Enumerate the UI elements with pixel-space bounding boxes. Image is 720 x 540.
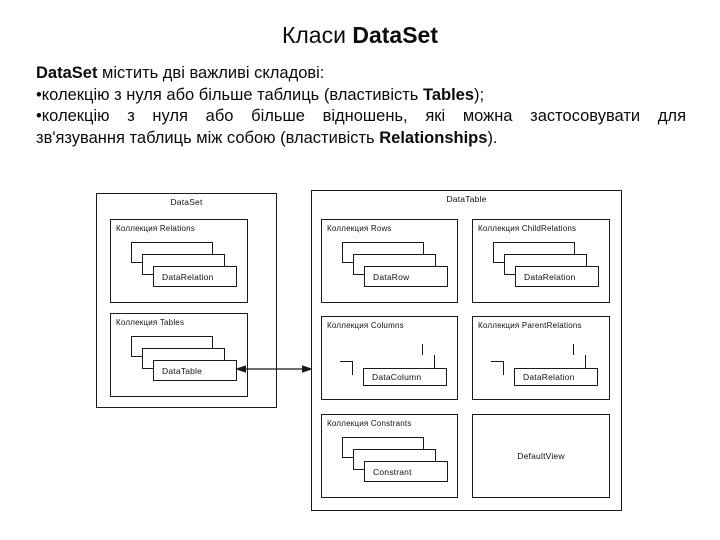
title-text: Класи <box>281 22 353 48</box>
bidirectional-arrow <box>235 365 313 373</box>
tables-collection-box: Коллекция Tables DataTable <box>110 313 248 397</box>
bullet-tables-line: •колекцію з нуля або більше таблиць (вла… <box>36 85 686 107</box>
bullet-tables-post: ); <box>474 85 485 104</box>
datatable-item-box: DataTable <box>153 360 237 381</box>
parentrelations-collection-label: Коллекция ParentRelations <box>478 321 582 330</box>
stack-fragment <box>352 361 353 375</box>
tables-collection-label: Коллекция Tables <box>116 318 185 327</box>
intro-line: DataSet містить дві важливі складові: <box>36 63 686 85</box>
datarelation-item-label: DataRelation <box>524 271 576 282</box>
bullet-relations-pre: зв'язування таблиць між собою (властивіс… <box>36 128 380 147</box>
stack-fragment <box>491 361 504 362</box>
datatable-class-box: DataTable Коллекция Rows DataRow Коллекц… <box>311 190 622 511</box>
datacolumn-item-box: DataColumn <box>363 368 447 386</box>
defaultview-label: DefaultView <box>517 451 565 461</box>
bullet-tables-bold: Tables <box>422 85 475 104</box>
title-bold-text: DataSet <box>352 22 438 48</box>
stack-fragment <box>585 355 586 368</box>
datarelation-item-box: DataRelation <box>153 266 237 287</box>
bullet-tables-pre: колекцію з нуля або більше таблиць (влас… <box>41 85 423 104</box>
datarow-item-box: DataRow <box>364 266 448 287</box>
bullet-relations-line1: •колекцію з нуля або більше відношень, я… <box>36 106 686 128</box>
relations-collection-box: Коллекция Relations DataRelation <box>110 219 248 303</box>
childrelations-collection-label: Коллекция ChildRelations <box>478 224 577 233</box>
dataset-box-title: DataSet <box>170 197 203 207</box>
bullet-glyph: • <box>36 85 42 104</box>
childrelations-collection-box: Коллекция ChildRelations DataRelation <box>472 219 610 303</box>
datacolumn-item-label: DataColumn <box>372 372 422 382</box>
datarelation-item-label: DataRelation <box>162 271 214 282</box>
stack-fragment <box>340 361 353 362</box>
datarow-item-label: DataRow <box>373 271 410 282</box>
constraint-item-box: Constrant <box>364 461 448 482</box>
relations-collection-label: Коллекция Relations <box>116 224 195 233</box>
body-text: DataSet містить дві важливі складові: •к… <box>36 63 686 149</box>
constraints-collection-box: Коллекция Constrants Constrant <box>321 414 458 498</box>
constraints-collection-label: Коллекция Constrants <box>327 419 412 428</box>
rows-collection-label: Коллекция Rows <box>327 224 392 233</box>
datarelation-item-box: DataRelation <box>515 266 599 287</box>
parentrelations-collection-box: Коллекция ParentRelations DataRelation <box>472 316 610 400</box>
datatable-item-label: DataTable <box>162 365 203 376</box>
stack-fragment <box>503 361 504 375</box>
intro-rest: містить дві важливі складові: <box>97 64 325 82</box>
bullet-relations-post: ). <box>487 128 498 147</box>
constraint-item-label: Constrant <box>373 466 412 477</box>
columns-collection-box: Коллекция Columns DataColumn <box>321 316 458 400</box>
defaultview-box: DefaultView <box>472 414 610 498</box>
stack-fragment <box>434 355 435 368</box>
datatable-box-title: DataTable <box>446 194 487 204</box>
columns-collection-label: Коллекция Columns <box>327 321 404 330</box>
datarelation-item-label: DataRelation <box>523 372 575 382</box>
stack-fragment <box>422 344 423 355</box>
bullet-glyph: • <box>36 107 42 125</box>
bullet-relations-line2: зв'язування таблиць між собою (властивіс… <box>36 128 686 150</box>
bullet-relations-text1: колекцію з нуля або більше відношень, як… <box>41 107 686 125</box>
rows-collection-box: Коллекция Rows DataRow <box>321 219 458 303</box>
bullet-relations-bold: Relationships <box>379 128 488 147</box>
datarelation-item-box: DataRelation <box>514 368 598 386</box>
slide-title: Класи DataSet <box>0 20 720 50</box>
intro-bold: DataSet <box>36 64 98 82</box>
dataset-class-box: DataSet Коллекция Relations DataRelation… <box>96 193 277 408</box>
stack-fragment <box>573 344 574 355</box>
